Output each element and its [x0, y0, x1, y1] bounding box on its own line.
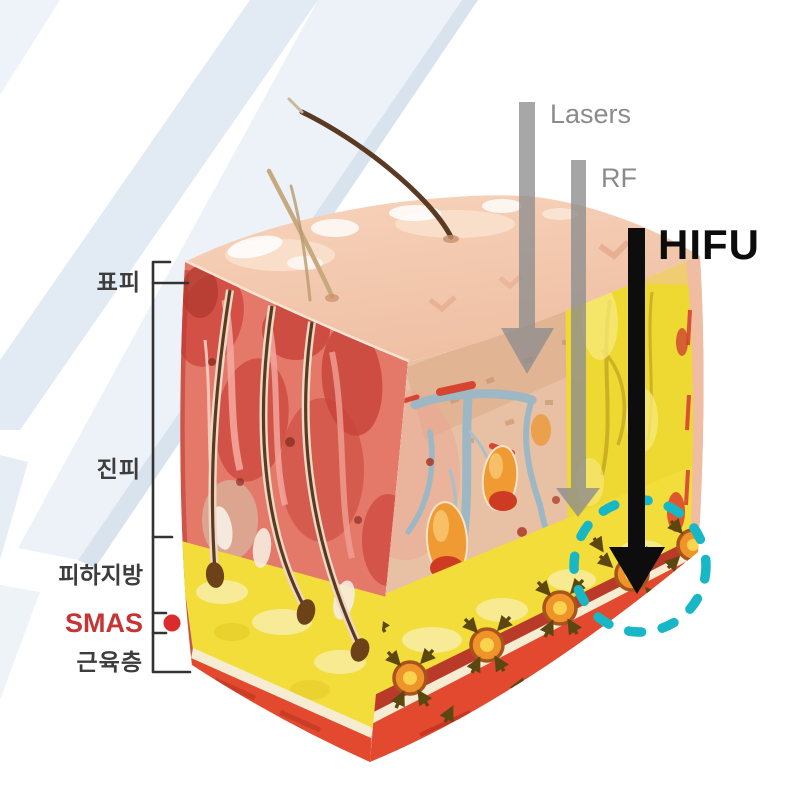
skin-block: [180, 97, 704, 762]
dermis-face: [180, 262, 408, 762]
rf-label: RF: [601, 163, 637, 193]
lasers-label: Lasers: [550, 99, 632, 129]
fascia-line-left: [191, 648, 373, 740]
laser-arrow: [501, 102, 554, 374]
skin-edge-strip: [686, 256, 704, 552]
fascia-line-right: [370, 548, 697, 730]
cross-section-face: [370, 256, 704, 762]
dermis-label: 진피: [96, 456, 141, 482]
hifu-arrow: [609, 228, 665, 594]
smas-label: SMAS: [64, 608, 143, 638]
subcutaneous-fat-label: 피하지방: [58, 562, 143, 588]
hair-follicles: [205, 289, 370, 662]
hifu-label: HIFU: [658, 221, 760, 268]
smas-marker-dot: [163, 614, 181, 632]
smas-band: [370, 538, 696, 722]
hairs: [266, 97, 459, 302]
rf-arrow: [556, 160, 600, 517]
epidermis-label: 표피: [96, 269, 141, 295]
layer-bracket: [151, 260, 192, 674]
muscle-label: 근육층: [76, 649, 143, 675]
